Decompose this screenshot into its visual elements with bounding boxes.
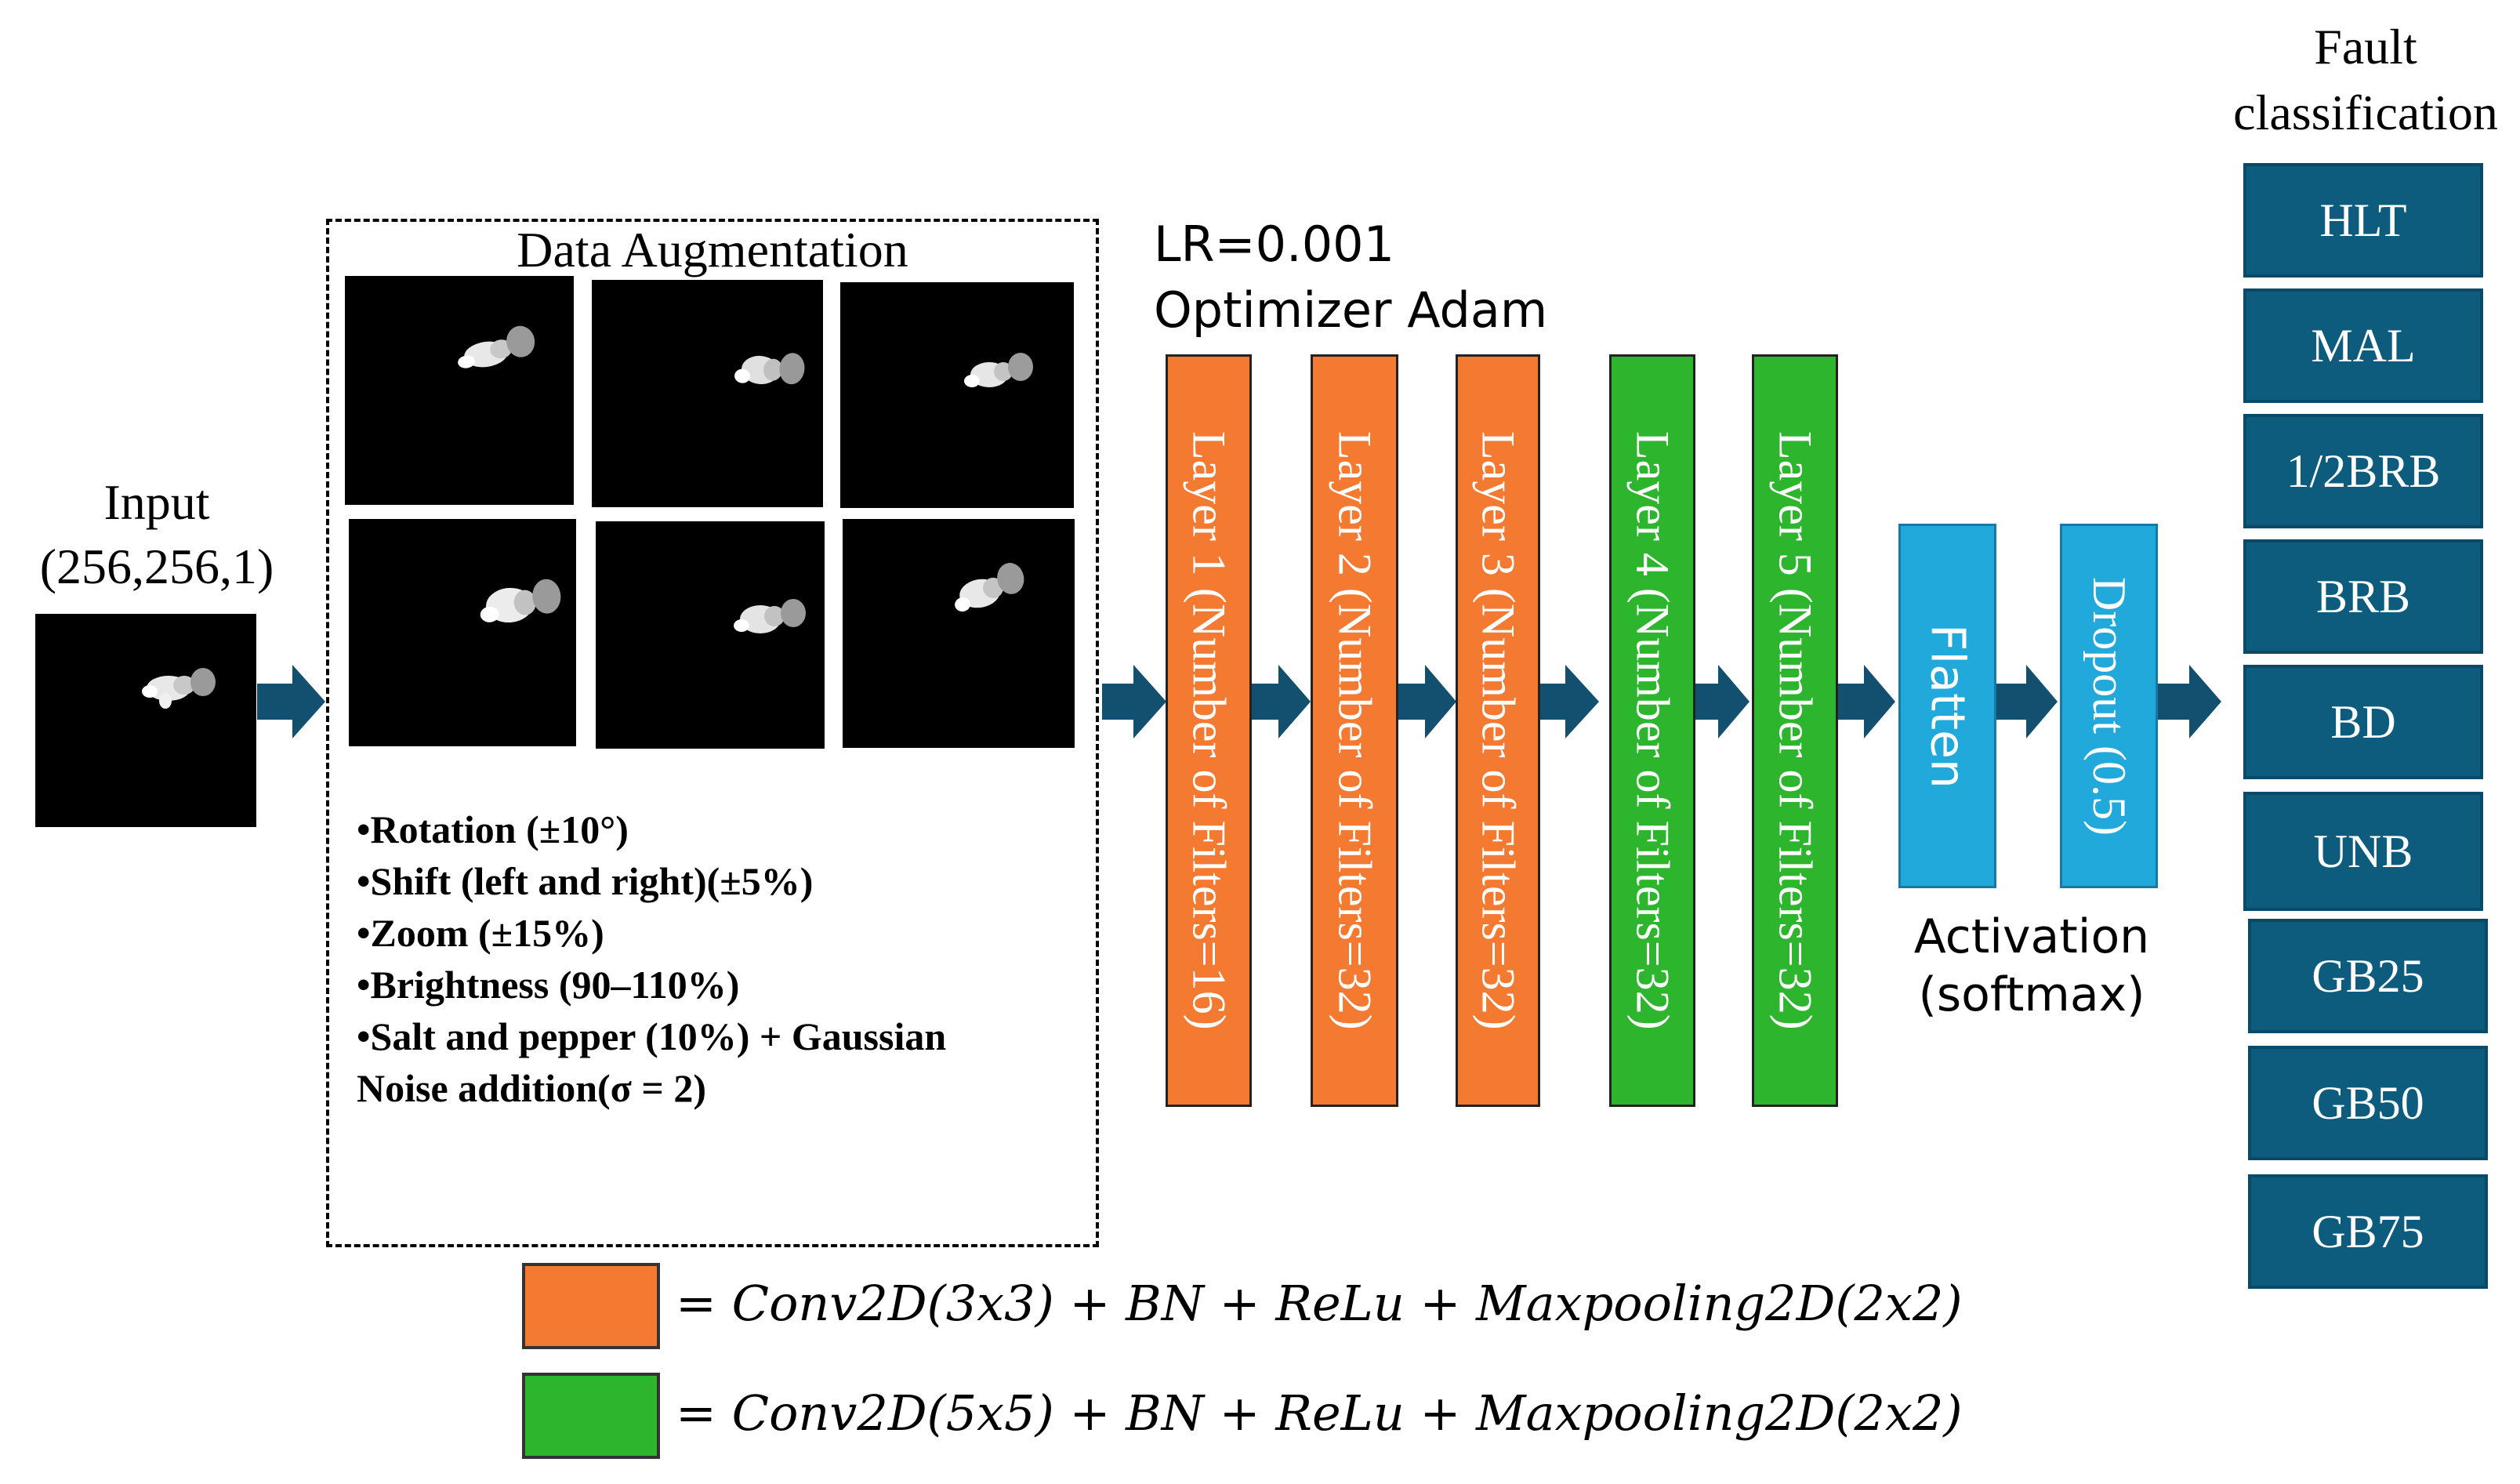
augmentation-item: •Brightness (90–110%) (357, 963, 740, 1007)
learning-rate: LR=0.001 (1154, 216, 1395, 273)
augmented-image (592, 280, 823, 507)
augmentation-item: •Rotation (±10°) (357, 807, 629, 851)
arrow-icon (2158, 665, 2221, 738)
arrow-icon (257, 665, 325, 738)
class-box-bd: BD (2243, 665, 2483, 779)
conv-layer-4: Layer 4 (Number of Filters=32) (1609, 354, 1695, 1107)
input-label: Input (103, 474, 210, 530)
conv-layer-2: Layer 2 (Number of Filters=32) (1311, 354, 1398, 1107)
augmentation-item: Noise addition(σ = 2) (357, 1066, 706, 1110)
arrow-icon (1691, 665, 1749, 738)
layer-label: Layer 5 (Number of Filters=32) (1769, 431, 1822, 1030)
augmentation-item: •Zoom (±15%) (357, 911, 604, 955)
legend-swatch-conv5 (522, 1373, 660, 1459)
augmented-image (349, 519, 576, 746)
flatten-layer: Flatten (1898, 524, 1996, 888)
activation-label: Activation (softmax) (1891, 908, 2173, 1024)
activation-line2: (softmax) (1918, 967, 2145, 1022)
legend-text-conv3: = Conv2D(3x3) + BN + ReLu + Maxpooling2D… (676, 1275, 1963, 1332)
arrow-icon (1538, 665, 1599, 738)
class-box-unb: UNB (2243, 792, 2483, 911)
augmented-image (843, 519, 1075, 748)
conv-layer-1: Layer 1 (Number of Filters=16) (1166, 354, 1252, 1107)
arrow-icon (1837, 665, 1895, 738)
class-box-hlt: HLT (2243, 163, 2483, 278)
augmentation-item: •Salt and pepper (10%) + Gaussian (357, 1014, 947, 1058)
layer-label: Layer 1 (Number of Filters=16) (1183, 431, 1235, 1030)
class-box-gb50: GB50 (2248, 1046, 2488, 1160)
class-box-brb: BRB (2243, 539, 2483, 654)
layer-label: Layer 2 (Number of Filters=32) (1329, 431, 1381, 1030)
training-params: LR=0.001 Optimizer Adam (1154, 212, 1547, 343)
augmentation-list: •Rotation (±10°) •Shift (left and right)… (357, 804, 1078, 1114)
augmentation-item: •Shift (left and right)(±5%) (357, 859, 814, 903)
legend-swatch-conv3 (522, 1263, 660, 1349)
input-title: Input (256,256,1) (0, 470, 314, 599)
activation-line1: Activation (1913, 909, 2150, 964)
class-box-gb75: GB75 (2248, 1174, 2488, 1289)
arrow-icon (1995, 665, 2058, 738)
augmentation-title: Data Augmentation (517, 222, 908, 278)
conv-layer-3: Layer 3 (Number of Filters=32) (1456, 354, 1540, 1107)
augmentation-box (326, 219, 1099, 1247)
arrow-icon (1251, 665, 1311, 738)
arrow-icon (1102, 665, 1166, 738)
class-box-mal: MAL (2243, 288, 2483, 403)
layer-label: Layer 4 (Number of Filters=32) (1626, 431, 1679, 1030)
layer-label: Layer 3 (Number of Filters=32) (1472, 431, 1525, 1030)
dropout-label: Dropout (0.5) (2083, 576, 2135, 836)
legend-text-conv5: = Conv2D(5x5) + BN + ReLu + Maxpooling2D… (676, 1384, 1963, 1442)
input-blob (142, 668, 216, 709)
output-title-line1: Fault (2314, 19, 2417, 74)
output-title-line2: classification (2233, 85, 2498, 140)
arrow-icon (1398, 665, 1456, 738)
augmented-image (596, 521, 825, 749)
flatten-label: Flatten (1920, 623, 1975, 789)
input-image (35, 614, 256, 827)
input-shape: (256,256,1) (39, 539, 274, 594)
augmented-image (345, 276, 574, 505)
augmented-image (840, 282, 1074, 508)
optimizer: Optimizer Adam (1154, 281, 1548, 339)
conv-layer-5: Layer 5 (Number of Filters=32) (1752, 354, 1838, 1107)
class-box-half-brb: 1/2BRB (2243, 414, 2483, 528)
output-title: Fault classification (2209, 14, 2520, 146)
dropout-layer: Dropout (0.5) (2060, 524, 2158, 888)
class-box-gb25: GB25 (2248, 919, 2488, 1033)
